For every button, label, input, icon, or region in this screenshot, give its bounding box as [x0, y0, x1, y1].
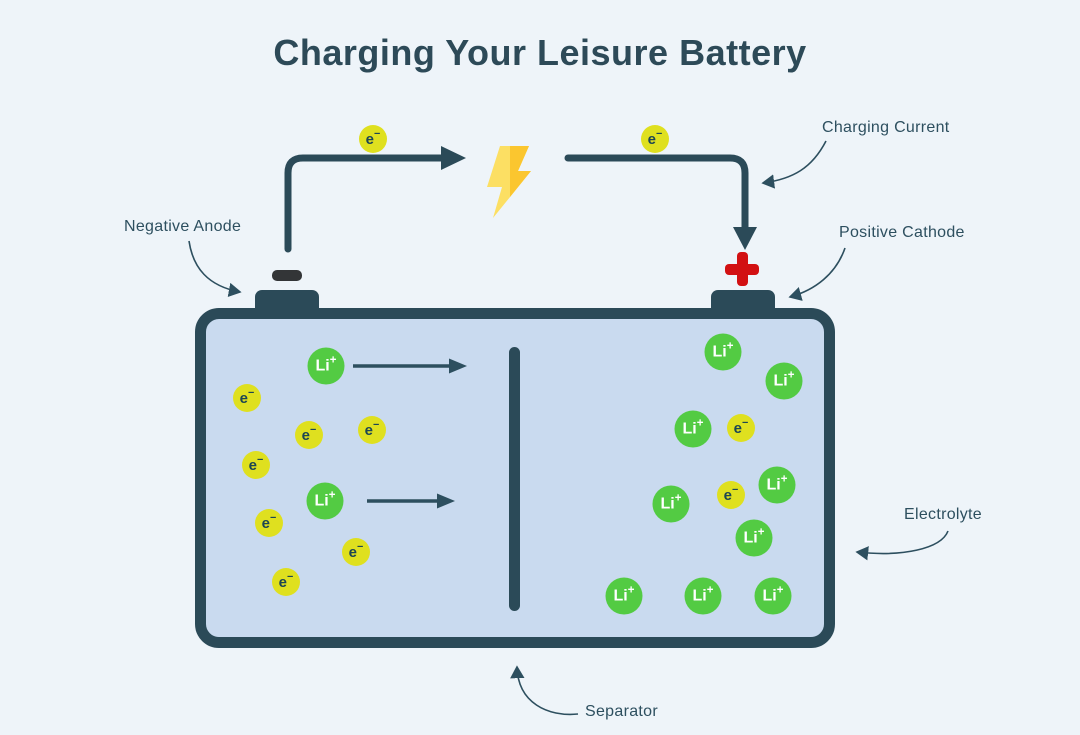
electron-particle: e−: [255, 509, 283, 537]
particle-charge-sign: +: [787, 369, 795, 382]
wire-arrowhead-down: [733, 227, 757, 250]
electron-particle: e−: [342, 538, 370, 566]
particle-symbol: Li: [773, 372, 788, 389]
lithium-ion-particle: Li+: [674, 410, 712, 448]
electron-particle: e−: [242, 451, 270, 479]
particle-symbol: Li: [692, 587, 707, 604]
particle-symbol: Li: [743, 529, 758, 546]
particle-symbol: e: [723, 486, 733, 504]
particle-charge-sign: −: [248, 386, 255, 399]
particle-charge-sign: −: [374, 127, 381, 140]
particle-charge-sign: +: [726, 340, 734, 353]
minus-sign: [272, 270, 302, 281]
particle-charge-sign: +: [706, 584, 714, 597]
diagram-title: Charging Your Leisure Battery: [273, 32, 807, 73]
positive-cathode-arrow: [788, 247, 846, 301]
electron-particle: e−: [717, 481, 745, 509]
particle-charge-sign: −: [656, 127, 663, 140]
particle-charge-sign: −: [257, 453, 264, 466]
particle-charge-sign: −: [287, 570, 294, 583]
lithium-ion-particle: Li+: [684, 577, 722, 615]
particle-charge-sign: −: [732, 483, 739, 496]
particle-symbol: Li: [315, 357, 330, 374]
lithium-ion-particle: Li+: [306, 482, 344, 520]
plus-sign: [725, 252, 759, 286]
particle-symbol: e: [301, 426, 311, 444]
lithium-ion-particle: Li+: [758, 466, 796, 504]
particle-charge-sign: −: [357, 540, 364, 553]
electron-particle: e−: [727, 414, 755, 442]
electron-particle: e−: [641, 125, 669, 153]
positive-terminal: [711, 290, 775, 312]
particle-charge-sign: +: [329, 354, 337, 367]
particle-symbol: Li: [660, 495, 675, 512]
particle-symbol: Li: [712, 343, 727, 360]
charging-current-label: Charging Current: [822, 119, 950, 136]
lightning-bolt-icon: [487, 146, 531, 218]
electron-particle: e−: [272, 568, 300, 596]
wire-arrowhead-right: [441, 146, 466, 170]
lithium-ion-particle: Li+: [754, 577, 792, 615]
particle-charge-sign: +: [776, 584, 784, 597]
particle-charge-sign: −: [270, 511, 277, 524]
negative-anode-label: Negative Anode: [124, 218, 242, 235]
lithium-ion-particle: Li+: [307, 347, 345, 385]
particle-symbol: Li: [682, 420, 697, 437]
particle-symbol: e: [239, 389, 249, 407]
particle-charge-sign: +: [627, 584, 635, 597]
particle-charge-sign: +: [780, 473, 788, 486]
separator-bar: [509, 347, 520, 611]
particle-symbol: e: [647, 130, 657, 148]
negative-anode-arrow: [188, 240, 242, 298]
electron-particle: e−: [295, 421, 323, 449]
particle-charge-sign: −: [742, 416, 749, 429]
lithium-ion-particle: Li+: [765, 362, 803, 400]
electron-particle: e−: [359, 125, 387, 153]
positive-wire: [564, 154, 757, 250]
electrolyte-arrow: [855, 530, 949, 561]
charging-current-arrow: [761, 140, 827, 189]
negative-terminal: [255, 290, 319, 312]
particle-charge-sign: +: [757, 526, 765, 539]
particle-symbol: e: [278, 573, 288, 591]
particle-symbol: e: [261, 514, 271, 532]
electron-particle: e−: [233, 384, 261, 412]
particle-symbol: Li: [762, 587, 777, 604]
electrolyte-label: Electrolyte: [904, 506, 982, 523]
particle-symbol: e: [733, 419, 743, 437]
lithium-ion-particle: Li+: [704, 333, 742, 371]
particle-symbol: e: [365, 130, 375, 148]
electron-particle: e−: [358, 416, 386, 444]
particle-charge-sign: +: [328, 489, 336, 502]
lithium-ion-particle: Li+: [605, 577, 643, 615]
lithium-ion-particle: Li+: [652, 485, 690, 523]
negative-wire: [284, 146, 466, 253]
particle-symbol: Li: [314, 492, 329, 509]
particle-symbol: e: [364, 421, 374, 439]
particle-charge-sign: −: [373, 418, 380, 431]
particle-charge-sign: +: [674, 492, 682, 505]
particle-symbol: e: [348, 543, 358, 561]
particle-symbol: Li: [613, 587, 628, 604]
separator-label: Separator: [585, 703, 658, 720]
lithium-ion-particle: Li+: [735, 519, 773, 557]
positive-cathode-label: Positive Cathode: [839, 224, 965, 241]
separator-arrow: [510, 665, 579, 716]
particle-charge-sign: +: [696, 417, 704, 430]
particle-symbol: e: [248, 456, 258, 474]
particle-charge-sign: −: [310, 423, 317, 436]
particle-symbol: Li: [766, 476, 781, 493]
